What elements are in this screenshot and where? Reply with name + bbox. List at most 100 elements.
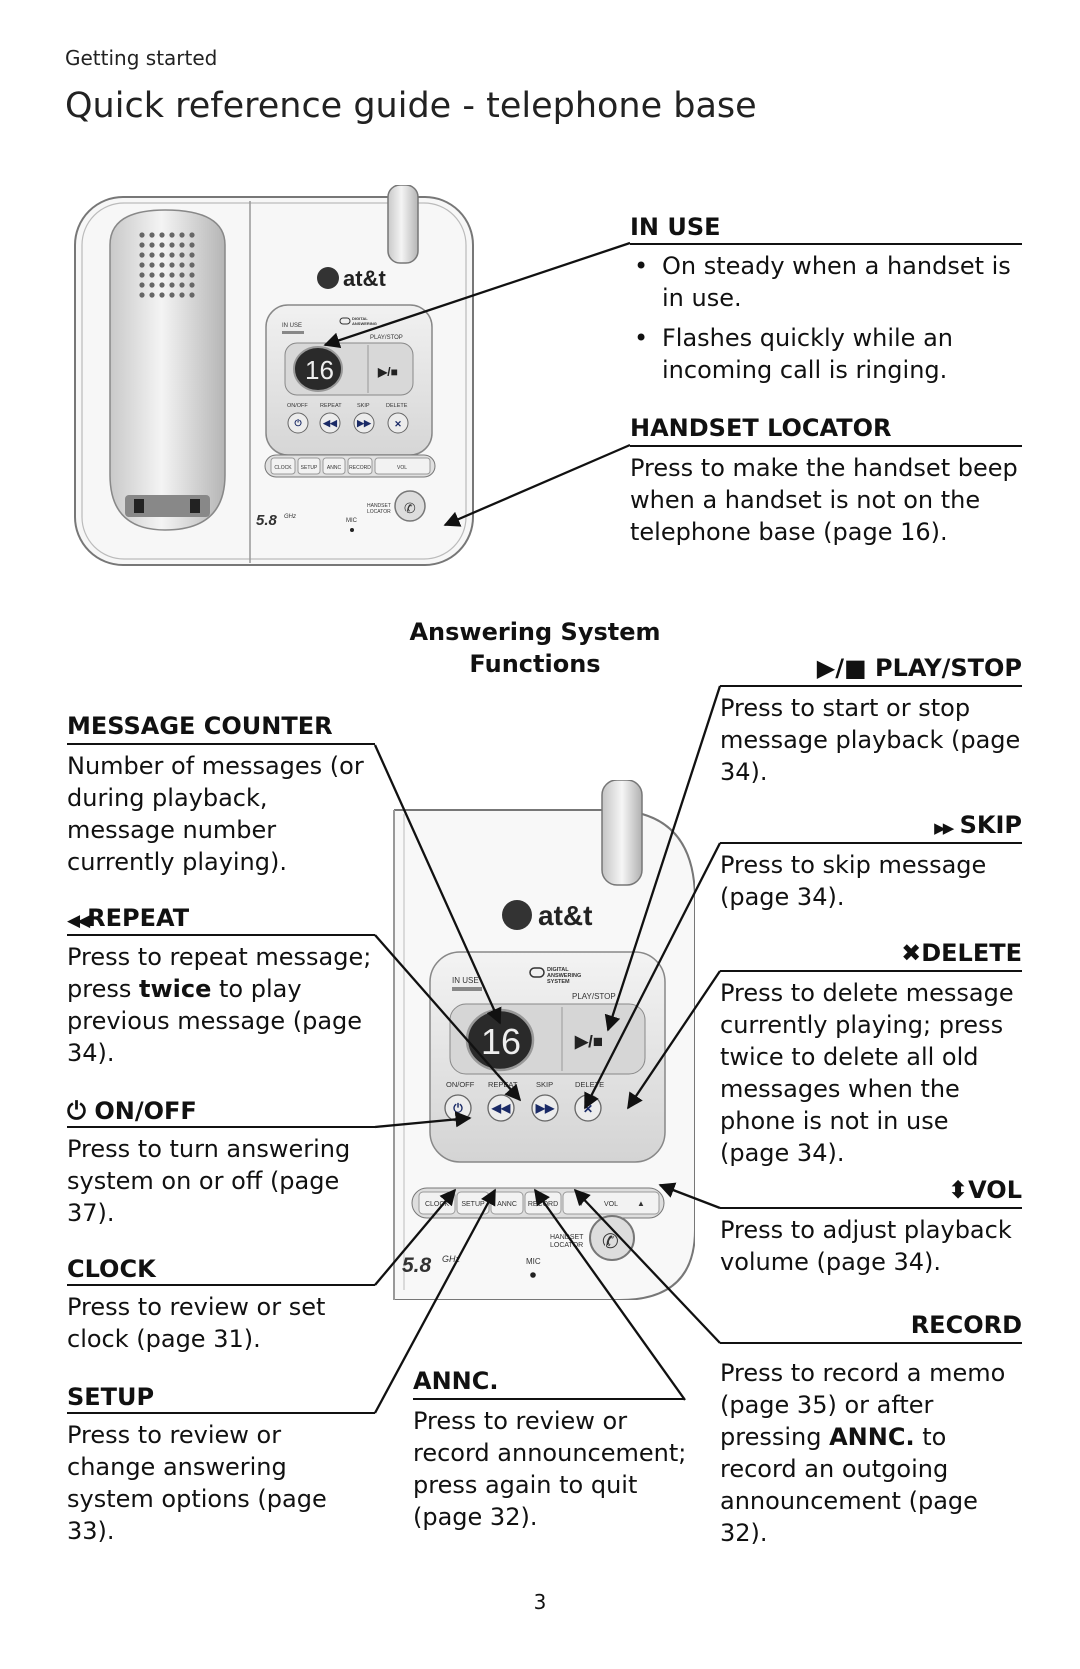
record-rule [720,1342,1022,1344]
clock-text: Press to review or set clock (page 31). [67,1293,326,1353]
svg-text:LOCATOR: LOCATOR [550,1242,583,1249]
svg-text:⏻: ⏻ [453,1101,463,1115]
svg-text:DIGITAL: DIGITAL [352,316,368,321]
setup-text: Press to review or change answering syst… [67,1421,327,1545]
svg-text:◀◀: ◀◀ [491,1101,511,1115]
svg-text:✆: ✆ [404,500,416,516]
delete-rule [720,970,1022,972]
svg-text:5.8: 5.8 [256,512,278,529]
setup-heading: SETUP [67,1383,155,1411]
annc-text: Press to review or record announcement; … [413,1407,687,1531]
repeat-rule [67,934,375,936]
handset-locator-text: Press to make the handset beep when a ha… [630,454,1018,546]
section-label: Getting started [65,46,218,70]
delete-title: DELETE [921,939,1022,967]
annc-rule [413,1398,685,1400]
skip-icon: ▶▶ [934,819,954,837]
callout-clock [374,1188,457,1286]
svg-text:PLAY/STOP: PLAY/STOP [572,992,616,1001]
svg-text:▶/■: ▶/■ [574,1032,603,1051]
repeat-icon: ◀◀ [67,911,90,931]
handset-locator-heading: HANDSET LOCATOR [630,414,892,442]
svg-text:ANSWERING: ANSWERING [547,973,581,979]
svg-text:MIC: MIC [346,518,358,524]
in-use-rule [630,243,1022,245]
svg-text:VOL: VOL [604,1201,618,1208]
svg-text:at&t: at&t [538,900,592,931]
svg-text:HANDSET: HANDSET [550,1234,584,1241]
svg-text:▶▶: ▶▶ [356,418,372,428]
repeat-title: REPEAT [87,904,190,932]
play-stop-icon: ▶/■ [816,654,867,682]
svg-text:PLAY/STOP: PLAY/STOP [370,335,403,341]
svg-text:MIC: MIC [526,1257,541,1266]
page-number: 3 [533,1590,547,1614]
svg-text:DIGITAL: DIGITAL [547,967,569,973]
record-heading: RECORD [910,1311,1022,1339]
svg-text:ON/OFF: ON/OFF [287,403,308,409]
svg-text:◀◀: ◀◀ [322,418,338,428]
delete-text: Press to delete message currently playin… [720,979,1014,1167]
svg-text:ANNC: ANNC [497,1201,517,1208]
message-counter-rule [67,743,375,745]
svg-text:ANSWERING: ANSWERING [352,321,377,326]
svg-text:IN USE: IN USE [452,976,479,985]
brand-logo-text: at&t [343,266,386,291]
svg-text:SETUP: SETUP [301,465,318,471]
svg-text:GHz: GHz [284,514,296,520]
message-counter-text: Number of messages (or during playback, … [67,752,364,876]
svg-text:SYSTEM: SYSTEM [547,979,570,985]
callout-message-counter [373,744,502,1025]
svg-text:SKIP: SKIP [357,403,370,409]
callout-setup [373,1188,497,1414]
vol-text: Press to adjust playback volume (page 34… [720,1216,1012,1276]
repeat-heading: ◀◀REPEAT [67,904,189,932]
callout-skip [583,842,722,1110]
callout-play-stop [604,685,722,1032]
annc-heading: ANNC. [413,1367,499,1395]
page-title: Quick reference guide - telephone base [65,86,757,126]
on-off-rule [67,1126,375,1128]
svg-text:REPEAT: REPEAT [320,403,342,409]
answering-system-heading: Answering System Functions [409,618,661,678]
callout-vol [658,1182,721,1210]
on-off-title: ON/OFF [94,1097,197,1125]
svg-text:5.8: 5.8 [402,1254,432,1277]
vol-rule [720,1207,1022,1209]
svg-text:HANDSET: HANDSET [367,503,391,509]
vol-title: VOL [968,1176,1022,1204]
callout-record [573,1188,721,1344]
svg-text:DELETE: DELETE [386,403,408,409]
in-use-heading: IN USE [630,213,721,241]
svg-text:RECORD: RECORD [349,465,371,471]
telephone-base-illustration: at&t IN USE DIGITAL ANSWERING PLAY/STOP … [74,185,474,566]
svg-text:▲: ▲ [637,1199,645,1208]
svg-text:✕: ✕ [394,419,402,429]
svg-text:▶/■: ▶/■ [377,365,398,379]
svg-text:16: 16 [481,1021,521,1062]
callout-delete [627,970,721,1110]
skip-heading: ▶▶ SKIP [720,811,1022,839]
svg-text:LOCATOR: LOCATOR [367,509,391,515]
svg-text:REPEAT: REPEAT [488,1080,518,1089]
callout-repeat [374,934,522,1102]
callout-on-off [374,1111,472,1129]
message-counter-heading: MESSAGE COUNTER [67,712,333,740]
svg-text:VOL: VOL [397,465,407,471]
delete-icon: ✖ [901,939,922,967]
clock-rule [67,1284,375,1286]
callout-annc [534,1188,686,1401]
repeat-text: Press to repeat message; press twice to … [67,943,372,1067]
on-off-text: Press to turn answering system on or off… [67,1135,351,1227]
delete-heading: ✖DELETE [720,939,1022,967]
svg-text:✆: ✆ [602,1231,619,1253]
svg-text:GHz: GHz [442,1254,461,1264]
skip-rule [720,842,1022,844]
svg-text:IN USE: IN USE [282,323,302,329]
play-stop-rule [720,685,1022,687]
record-text: Press to record a memo (page 35) or afte… [720,1359,1006,1547]
callout-in-use [323,241,631,349]
callout-handset-locator [443,443,631,527]
svg-text:▶▶: ▶▶ [535,1101,555,1115]
